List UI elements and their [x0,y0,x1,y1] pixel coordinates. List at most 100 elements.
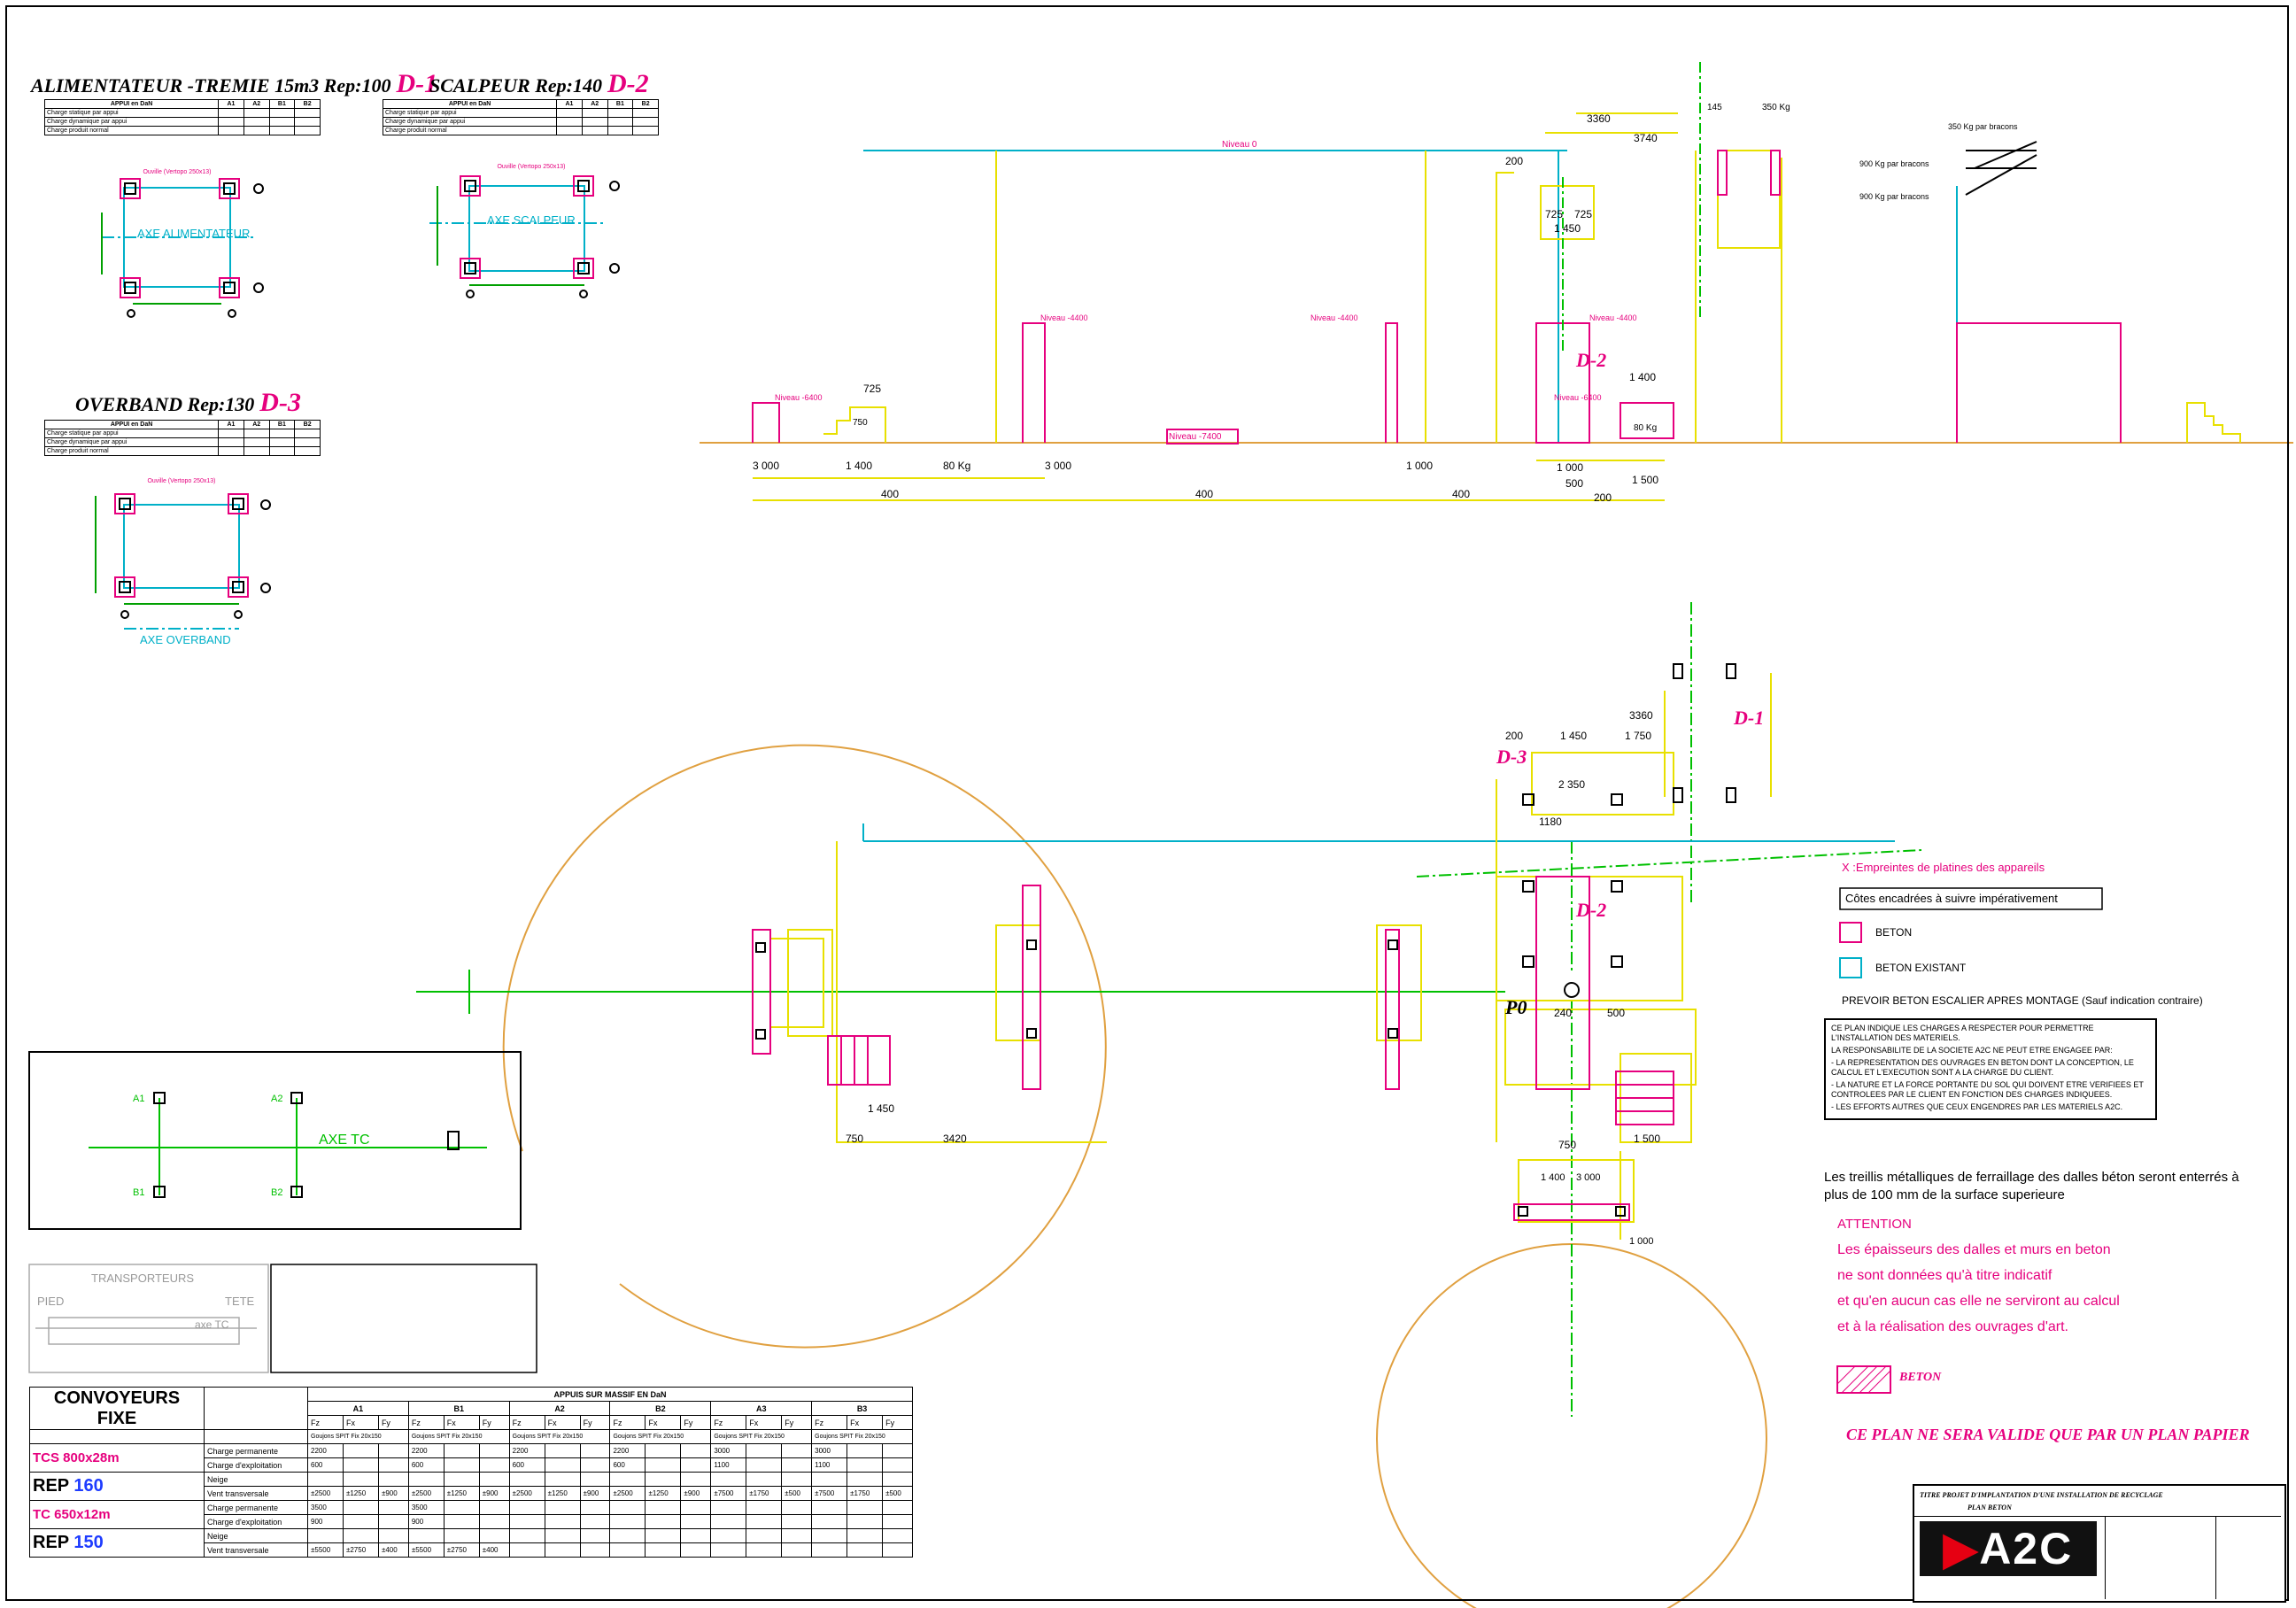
conv-value-cell [342,1472,379,1487]
conv-value-cell [811,1514,848,1529]
conv-value-cell [609,1528,646,1543]
plan-dim-750: 1 450 [868,1102,894,1115]
conv-value-cell [579,1514,611,1529]
plan-dim-1400: 1 500 [1634,1133,1660,1145]
elev-load-80kg: 80 Kg [1634,423,1657,433]
conv-value-cell [746,1457,783,1473]
conv-goujon-spacer [204,1429,308,1444]
conv-value-cell: ±500 [781,1486,813,1501]
conv-rep-label: REP [33,1533,74,1552]
conv-value-cell [544,1528,581,1543]
conv-value-cell: 1100 [811,1457,848,1473]
legend-escalier: PREVOIR BETON ESCALIER APRES MONTAGE (Sa… [1842,994,2203,1007]
attention-line-4: et à la réalisation des ouvrages d'art. [1837,1319,2068,1334]
conv-value-cell [508,1514,545,1529]
conv-value-cell: ±900 [478,1486,510,1501]
legend-boxed-frame [1839,887,2103,910]
st2-r1: Charge dynamique par appui [382,117,558,127]
conv-value-cell: ±5500 [307,1542,344,1558]
conv-goujon-cell: Goujons SPIT Fix 20x150 [508,1429,611,1444]
conv-value-cell [544,1472,581,1487]
d1-axis-label: AXE ALIMENTATEUR [137,227,250,240]
svg-text:Ouville (Vertopo 250x13): Ouville (Vertopo 250x13) [147,478,215,484]
elev-dim-3740: 3740 [1634,132,1658,144]
conv-value-cell [847,1542,884,1558]
conv-value-cell [781,1443,813,1458]
conv-value-cell: ±1750 [746,1486,783,1501]
elev-dim-6880: 400 [881,488,899,500]
st2-h0: APPUI en DaN [382,99,558,109]
conv-sup-b3: B3 [811,1401,913,1416]
level-4400-label-2: Niveau -4400 [1310,313,1358,322]
plan-dim-1750: 1 750 [1625,730,1651,742]
conv-sup-b2: B2 [609,1401,712,1416]
conv-row-label: Charge d'exploitation [204,1457,308,1473]
conv-value-cell: ±1250 [645,1486,682,1501]
level-6400-label: Niveau -6400 [775,393,823,402]
conv-component-fx: Fx [645,1415,682,1430]
bracon-load-900b: 900 Kg par bracons [1859,192,1929,201]
elev-dim-1500: 1 400 [846,460,872,472]
conv-value-cell [645,1472,682,1487]
conv-value-cell [443,1443,480,1458]
conv-component-fy: Fy [781,1415,813,1430]
conv-value-cell [811,1528,848,1543]
conv-value-cell [781,1528,813,1543]
plan-labels: D-1 D-2 D-3 P0 3360 1 450 1 750 200 2 35… [846,707,1764,1247]
conv-value-cell: ±2500 [609,1486,646,1501]
conv-rep-label: REP [33,1476,74,1496]
conv-value-cell: ±5500 [407,1542,445,1558]
conv-value-cell [544,1542,581,1558]
conv-value-cell [680,1542,712,1558]
conv-value-cell [847,1500,884,1515]
conv-goujon-cell: Goujons SPIT Fix 20x150 [710,1429,813,1444]
st-h3: B1 [268,99,296,109]
conv-value-cell [746,1472,783,1487]
st3-h1: A1 [218,420,244,429]
title-block-vline-2 [2215,1516,2216,1599]
conv-value-cell [443,1500,480,1515]
transport-title: TRANSPORTEURS [91,1272,194,1285]
conv-title-2-text: FIXE [97,1408,137,1428]
elev-load-200kg: 750 [853,418,868,428]
level-4400-label-1: Niveau -4400 [1040,313,1088,322]
block-d3-plan: Ouville (Vertopo 250x13) [95,478,271,630]
conv-value-cell [811,1500,848,1515]
conv-component-fz: Fz [307,1415,344,1430]
conv-value-cell [781,1457,813,1473]
conv-value-cell [746,1542,783,1558]
conv-value-cell [443,1457,480,1473]
note-line-4: - LA NATURE ET LA FORCE PORTANTE DU SOL … [1831,1080,2144,1099]
legend-beton-existant-swatch [1839,957,1862,978]
st3-h2: A2 [243,420,270,429]
st3-h3: B1 [268,420,296,429]
conv-value-cell [847,1457,884,1473]
conv-value-cell [307,1528,344,1543]
conv-value-cell [710,1472,747,1487]
note-line-3: - LA REPRESENTATION DES OUVRAGES EN BETO… [1831,1058,2134,1077]
conv-value-cell: 3000 [811,1443,848,1458]
conv-value-cell [579,1542,611,1558]
conv-model-name: TC 650x12m [29,1500,205,1529]
conv-value-cell [443,1472,480,1487]
conv-value-cell [680,1457,712,1473]
st2-h1: A1 [556,99,583,109]
conv-value-cell [882,1472,913,1487]
conv-value-cell: ±900 [680,1486,712,1501]
conv-value-cell [746,1443,783,1458]
elev-dim-3000: 200 [1594,491,1612,504]
conv-value-cell [342,1443,379,1458]
conv-goujon-cell: Goujons SPIT Fix 20x150 [811,1429,913,1444]
conv-value-cell [307,1472,344,1487]
conv-rep: REP 150 [29,1528,205,1558]
valid-notice: CE PLAN NE SERA VALIDE QUE PAR UN PLAN P… [1846,1426,2250,1443]
conv-component-fx: Fx [443,1415,480,1430]
conv-value-cell: 600 [307,1457,344,1473]
elev-load-350-1: 145 [1707,103,1722,112]
conv-value-cell [882,1528,913,1543]
